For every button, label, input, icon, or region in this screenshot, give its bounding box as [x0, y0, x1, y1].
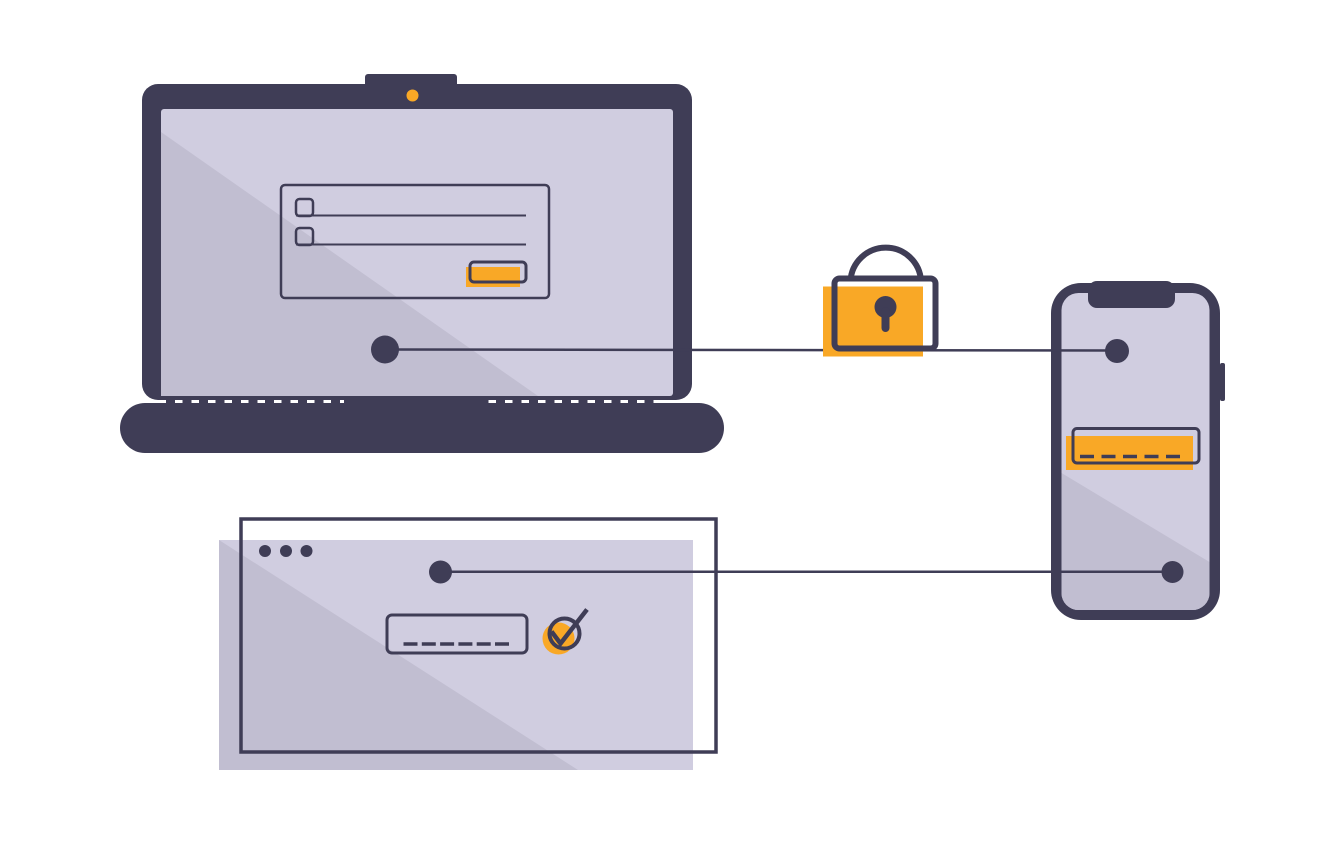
laptop-screen-shade — [161, 132, 538, 396]
browser-traffic-dots — [259, 545, 313, 557]
browser-outline — [239, 517, 718, 754]
otp-field-outline — [1071, 427, 1201, 465]
verification-code-field — [385, 613, 529, 655]
browser-window-illustration — [219, 517, 718, 770]
check-circle-icon — [542, 608, 589, 655]
smartphone-illustration — [1051, 281, 1225, 620]
submit-button-fill — [466, 267, 520, 287]
connector-dot-laptop — [371, 335, 399, 364]
lock-body-fill — [823, 286, 923, 357]
submit-button-outline — [468, 260, 528, 284]
keyboard-solid-strip — [344, 396, 482, 404]
traffic-dot-1 — [259, 545, 271, 557]
phone-side-button — [1220, 363, 1225, 401]
lock-body-outline — [831, 275, 939, 352]
login-form-panel — [279, 183, 551, 300]
phone-notch — [1088, 281, 1175, 308]
webcam-dot-icon — [406, 89, 419, 102]
traffic-dot-2 — [280, 545, 292, 557]
browser-fill-shade — [219, 540, 578, 770]
laptop-base — [120, 403, 724, 453]
connection-line-laptop-to-phone — [384, 348, 1118, 352]
padlock-icon — [823, 244, 939, 357]
keyboard-teeth-left — [166, 396, 344, 404]
connector-dot-phone-bottom — [1161, 561, 1184, 583]
connector-dot-browser — [429, 560, 452, 584]
login-panel-outline — [279, 183, 551, 300]
checkmark-icon — [549, 608, 589, 648]
check-circle-ring — [547, 616, 582, 651]
lock-shackle — [847, 244, 924, 286]
laptop-illustration — [120, 74, 724, 453]
keyhole-icon — [874, 296, 897, 332]
traffic-dot-3 — [300, 545, 313, 557]
code-field-outline — [385, 613, 529, 655]
connector-dot-phone-top — [1105, 339, 1129, 363]
otp-code-field — [1066, 427, 1201, 470]
otp-field-fill — [1066, 436, 1193, 470]
keyboard-teeth-right — [482, 396, 654, 404]
